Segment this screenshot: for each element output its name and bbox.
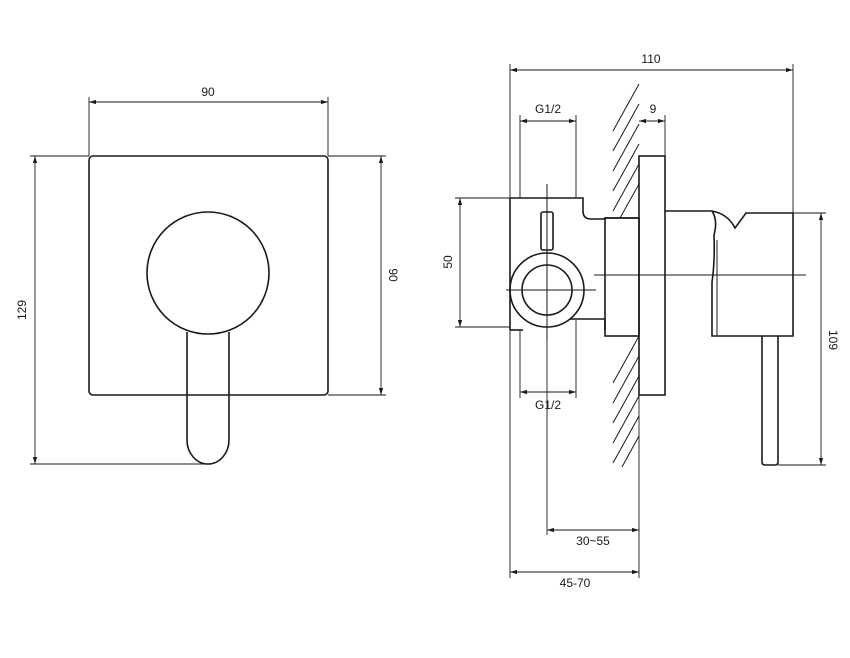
front-view: 90 129 90	[15, 85, 400, 465]
wall-hatching	[612, 83, 640, 468]
handle-body	[665, 210, 794, 337]
width-label: 90	[201, 85, 215, 99]
plate-height-label: 90	[386, 268, 400, 282]
handle-knob	[146, 211, 270, 335]
height-label: 129	[15, 300, 29, 320]
body-top-outline	[510, 197, 639, 220]
side-view: 110 G1/2 9 50 109 G1/2 30~55 45-70	[441, 52, 840, 590]
lever-handle	[186, 332, 230, 465]
total-depth-label: 110	[641, 52, 660, 66]
cover-plate	[88, 155, 329, 396]
thread-top-label: G1/2	[535, 102, 561, 116]
thread-bottom-label: G1/2	[535, 398, 561, 412]
range-outer-label: 45-70	[560, 576, 591, 590]
plate-thickness-label: 9	[650, 102, 657, 116]
cartridge-housing	[604, 217, 640, 337]
cover-plate-side	[638, 155, 666, 396]
overall-height-label: 109	[826, 330, 840, 350]
body-height-label: 50	[441, 255, 455, 269]
range-inner-label: 30~55	[576, 534, 610, 548]
lever-side	[761, 336, 779, 466]
